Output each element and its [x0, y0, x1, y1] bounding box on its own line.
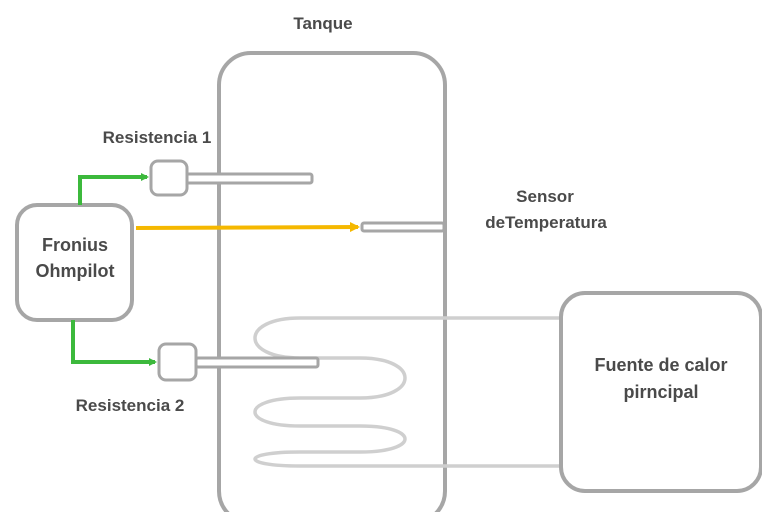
resistance-1-label: Resistencia 1: [103, 128, 212, 147]
controller-label-line-2: Ohmpilot: [36, 261, 115, 281]
resistance-1-box: [149, 159, 189, 197]
controller-label-line-1: Fronius: [42, 235, 108, 255]
power-line-resistance-2: [71, 320, 157, 366]
resistance-2-box: [157, 342, 198, 382]
resistance-1-rod: [184, 172, 314, 185]
resistance-2-rod: [194, 356, 320, 369]
main-heat-source-box: [559, 291, 762, 493]
sensor-signal-line: [135, 222, 360, 233]
tank: [217, 51, 447, 512]
heat-exchanger-coil: [253, 316, 560, 468]
resistance-2-label: Resistencia 2: [76, 396, 185, 415]
sensor-label-line-2: deTemperatura: [485, 213, 607, 232]
heat-source-label-line-1: Fuente de calor: [594, 355, 727, 375]
heat-source-label-line-2: pirncipal: [623, 382, 698, 402]
temperature-sensor-probe: [360, 221, 446, 233]
power-line-resistance-1: [78, 173, 149, 205]
tank-label: Tanque: [293, 14, 352, 33]
sensor-label-line-1: Sensor: [516, 187, 574, 206]
